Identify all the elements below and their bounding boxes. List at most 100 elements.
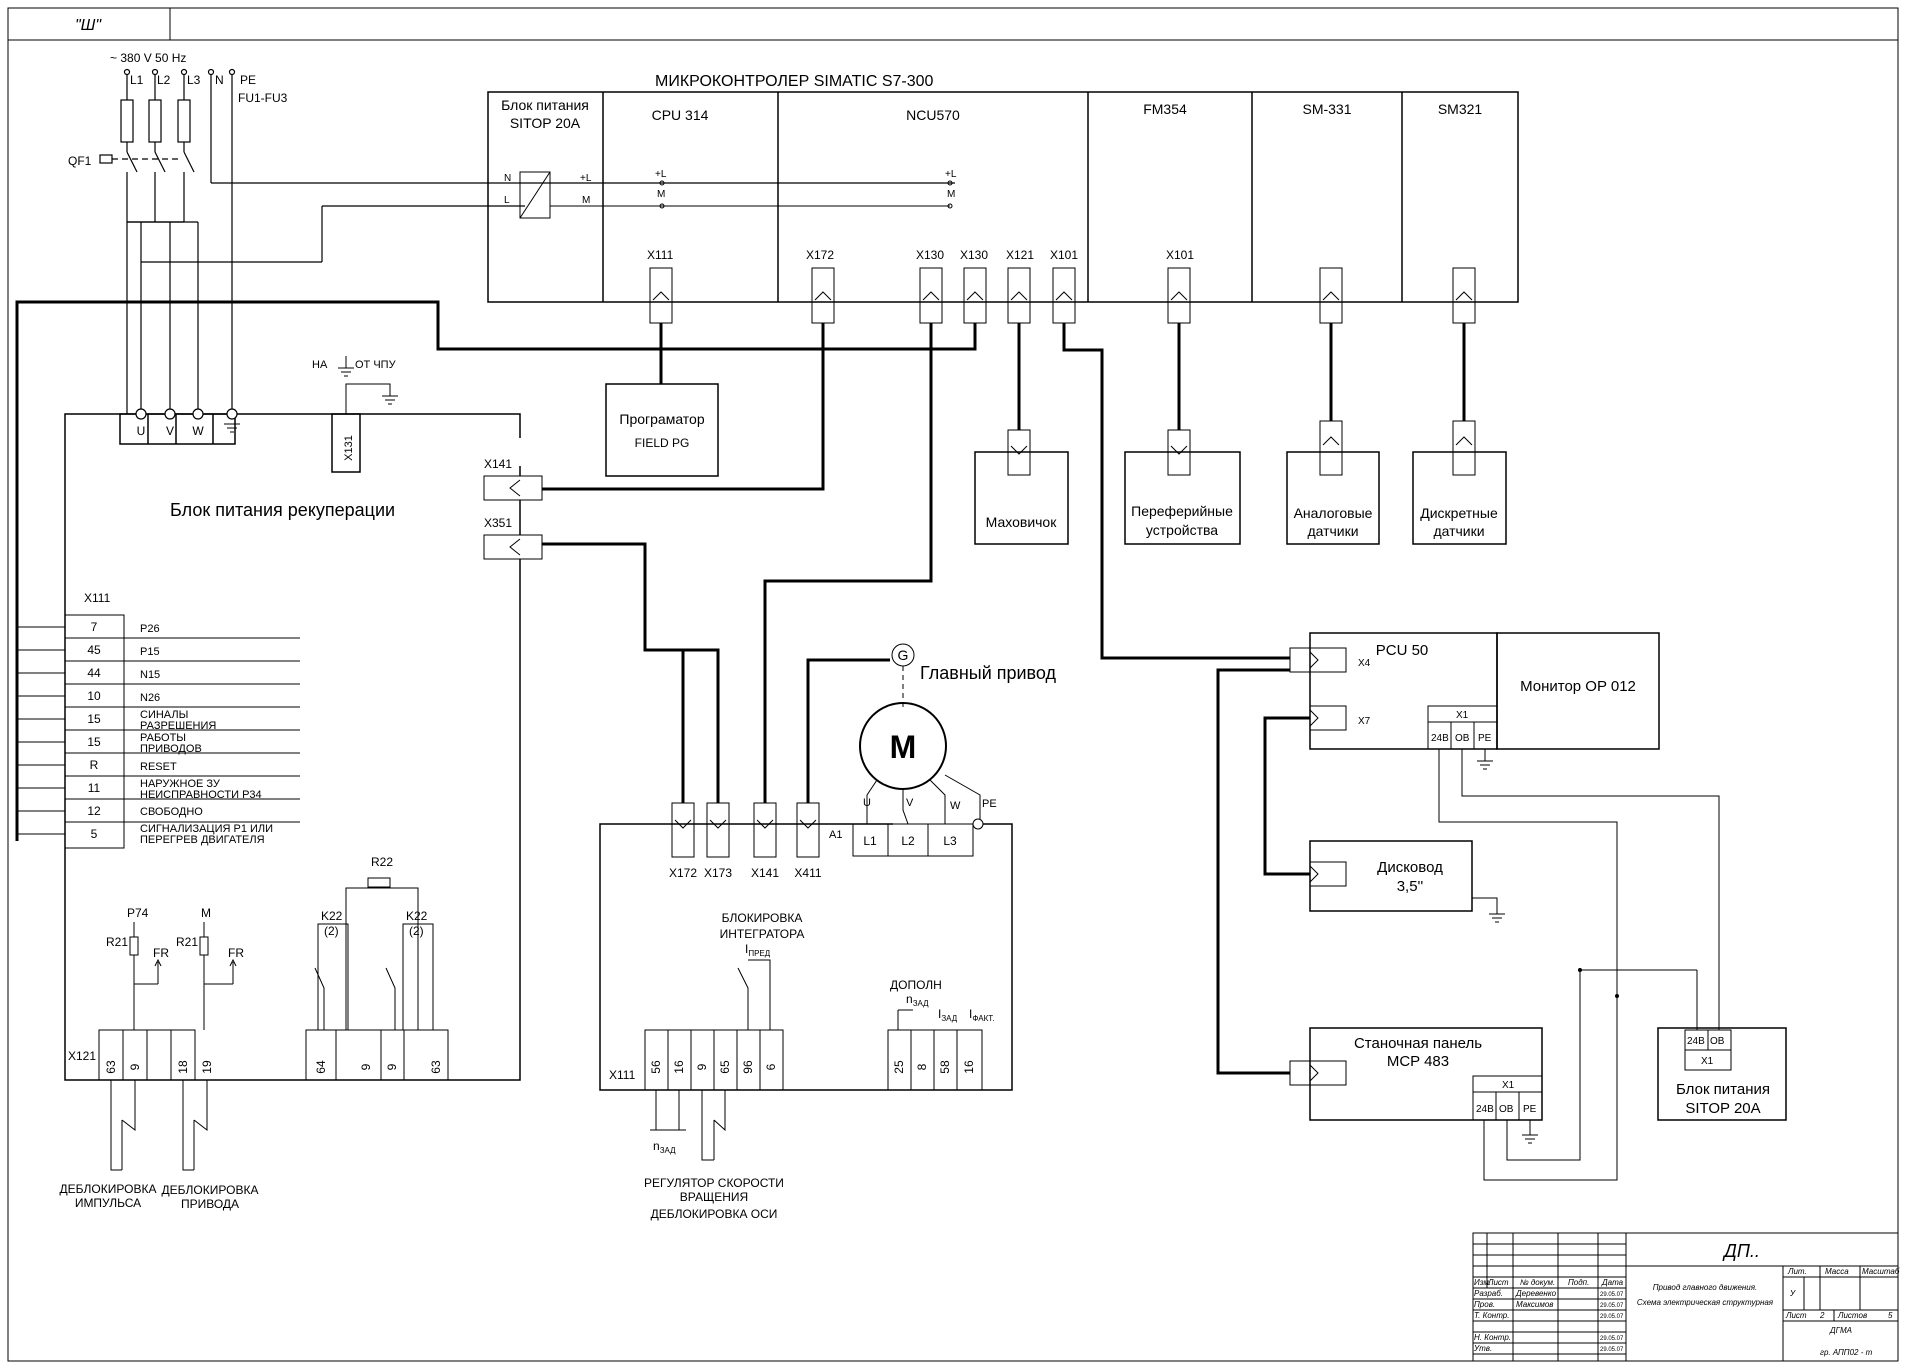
- phase-L3: L3: [187, 73, 201, 87]
- psu-rails: [488, 171, 953, 219]
- terminal-desc: СВОБОДНО: [140, 806, 203, 818]
- drive-port-x172: X172: [669, 866, 697, 880]
- person-dev: Деревенко: [1515, 1289, 1557, 1298]
- generator-label: G: [898, 647, 909, 663]
- unlock-pulse-2: ИМПУЛЬСА: [75, 1196, 141, 1210]
- hdr-izm: Изм.: [1474, 1278, 1491, 1287]
- cpu-rail-M: M: [657, 189, 665, 200]
- drive-pin: 16: [672, 1060, 686, 1074]
- terminal-desc: РАБОТЫ: [140, 732, 186, 744]
- port-x121: X121: [1006, 248, 1034, 262]
- psu-pin-L: L: [504, 195, 510, 206]
- tb-org: ДГМА: [1829, 1326, 1852, 1335]
- plc-psu-line1: Блок питания: [501, 97, 589, 113]
- drive-port-x411: X411: [794, 866, 821, 880]
- k-pin: 9: [385, 1063, 399, 1070]
- terminal-desc: ПРИВОДОВ: [140, 743, 202, 755]
- regulator-2: ВРАЩЕНИЯ: [680, 1190, 748, 1204]
- mcp-label-2: MCP 483: [1387, 1053, 1449, 1070]
- plc-title: МИКРОКОНТРОЛЕР SIMATIC S7-300: [655, 73, 934, 90]
- port-x130a: X130: [916, 248, 944, 262]
- line-l3: L3: [943, 834, 957, 848]
- motor-w: W: [950, 800, 961, 812]
- block-int-2: ИНТЕГРАТОРА: [720, 927, 805, 941]
- tb-date: 29.05.07: [1600, 1292, 1624, 1298]
- drive-pin: 96: [741, 1060, 755, 1074]
- monitor-label: Монитор OP 012: [1520, 678, 1636, 695]
- tb-lit: Лит.: [1787, 1267, 1807, 1276]
- drive-pin: 6: [764, 1063, 778, 1070]
- recup-w: W: [192, 424, 204, 438]
- sitop-label-1: Блок питания: [1676, 1081, 1770, 1098]
- drive-pin2: 8: [915, 1063, 929, 1070]
- terminal-desc: РАЗРЕШЕНИЯ: [140, 720, 216, 732]
- mcp-box: [1309, 1027, 1543, 1121]
- plc-connectors: [649, 267, 1476, 324]
- discrete-label-1: Дискретные: [1420, 505, 1498, 521]
- x121-pin: 18: [176, 1060, 190, 1074]
- tb-mass: Масса: [1825, 1267, 1849, 1276]
- phase-L2: L2: [157, 73, 171, 87]
- motor-u: U: [863, 797, 871, 809]
- terminal-pin: 10: [87, 689, 101, 703]
- recup-title: Блок питания рекуперации: [170, 500, 395, 520]
- port-x111: X111: [647, 248, 674, 262]
- drive-title: Главный привод: [920, 663, 1057, 683]
- drive-terminals: [644, 959, 983, 1161]
- x131-label: X131: [343, 435, 355, 461]
- programmer-label: Програматор: [619, 411, 704, 427]
- phase-L1: L1: [130, 73, 144, 87]
- phase-N: N: [215, 73, 224, 87]
- psu-pin-plusL: +L: [580, 173, 592, 184]
- sitop-label-2: SITOP 20A: [1685, 1100, 1760, 1117]
- disk-label-2: 3,5'': [1397, 878, 1424, 895]
- supply-voltage: ~ 380 V 50 Hz: [110, 51, 186, 65]
- recup-v: V: [166, 424, 174, 438]
- pcu-x1: X1: [1456, 710, 1469, 721]
- terminal-pin: 15: [87, 712, 101, 726]
- motor-v: V: [906, 797, 914, 809]
- handwheel-box: [974, 451, 1069, 545]
- analog-label-2: датчики: [1307, 523, 1358, 539]
- hdr-date: Дата: [1601, 1278, 1624, 1287]
- drive-pin2: 16: [962, 1060, 976, 1074]
- k-pin: 9: [359, 1063, 373, 1070]
- k22b-sub: (2): [409, 924, 424, 938]
- pcu-24b: 24B: [1431, 733, 1449, 744]
- tb-sheet: Лист: [1785, 1311, 1807, 1320]
- monitor-box: [1496, 632, 1660, 750]
- terminal-pin: 7: [91, 620, 98, 634]
- fuse-3: [177, 99, 191, 143]
- unlock-drive-2: ПРИВОДА: [181, 1197, 239, 1211]
- sitop-ob: OB: [1710, 1036, 1725, 1047]
- sitop-24b: 24B: [1687, 1036, 1705, 1047]
- drive-pin2: 25: [892, 1060, 906, 1074]
- nzad-label: nЗАД: [906, 992, 929, 1008]
- drive-pin: 56: [649, 1060, 663, 1074]
- terminal-pin: 11: [88, 781, 101, 795]
- regulator-3: ДЕБЛОКИРОВКА ОСИ: [651, 1207, 778, 1221]
- hdr-sign: Подп.: [1568, 1278, 1589, 1287]
- r21a-label: R21: [106, 935, 128, 949]
- terminal-desc: P26: [140, 623, 160, 635]
- drive-port-x173: X173: [704, 866, 732, 880]
- motor-pe: PE: [982, 798, 997, 810]
- tb-date: 29.05.07: [1600, 1336, 1624, 1342]
- cpu-rail-plusL: +L: [655, 169, 667, 180]
- module-cpu314: CPU 314: [652, 107, 709, 123]
- mcp-ob: OB: [1499, 1104, 1514, 1115]
- recup-terminal-strip: [17, 614, 300, 849]
- drive-pin: 9: [695, 1063, 709, 1070]
- recup-x111-title: X111: [84, 591, 111, 605]
- a1-label: A1: [829, 829, 842, 841]
- person-check: Максимов: [1516, 1300, 1553, 1309]
- pcu-title: PCU 50: [1376, 642, 1429, 659]
- drawing-name-2: Схема электрическая структурная: [1637, 1298, 1774, 1307]
- k-pin: 63: [429, 1060, 443, 1074]
- unlock-drive-1: ДЕБЛОКИРОВКА: [162, 1183, 259, 1197]
- nzad-bottom-label: nЗАД: [653, 1139, 676, 1155]
- ifakt-label: IФАКТ.: [969, 1007, 994, 1023]
- disk-label-1: Дисковод: [1377, 859, 1443, 876]
- psu-pin-N: N: [504, 173, 511, 184]
- port-x101a: X101: [1050, 248, 1078, 262]
